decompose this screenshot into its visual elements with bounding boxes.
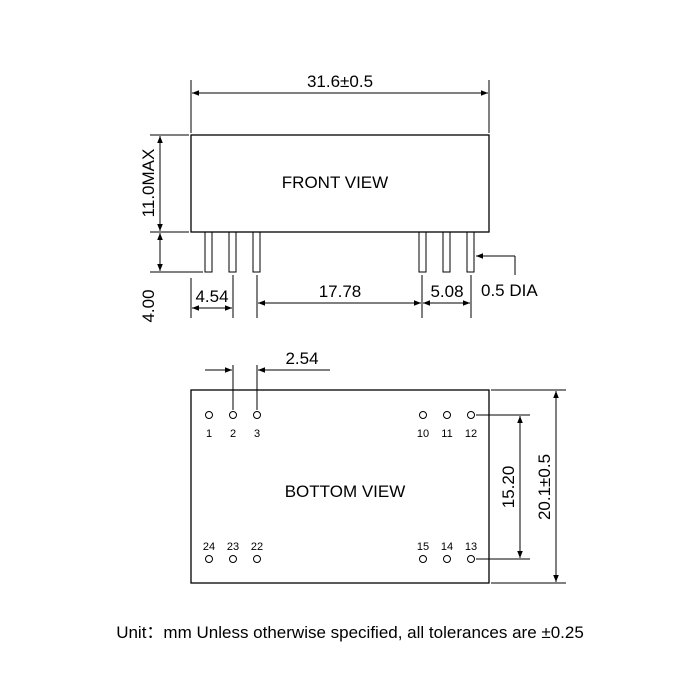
- pin-label: 12: [465, 428, 477, 440]
- right-pitch-dimension: 5.08: [423, 275, 472, 318]
- pin-hole: [467, 411, 475, 419]
- pin-label: 24: [203, 541, 215, 553]
- bottom-height-dim-text: 20.1±0.5: [535, 454, 554, 520]
- pin: [204, 231, 213, 273]
- bottom-pin-row: 24 23 22 15 14 13: [203, 541, 477, 563]
- pin: [442, 231, 451, 273]
- bottom-view: BOTTOM VIEW 1 2 3 10 11 12 24 23 22 15 1…: [190, 349, 566, 584]
- pitch-dim-text: 4.54: [195, 287, 228, 306]
- row-spacing-dimension: 15.20: [476, 414, 530, 560]
- top-pin-row: 1 2 3 10 11 12: [205, 411, 477, 440]
- pin: [466, 231, 475, 273]
- height-dimension: 11.0MAX: [139, 134, 189, 233]
- pin-hole: [419, 555, 427, 563]
- pin-label: 22: [251, 541, 263, 553]
- bottom-view-label: BOTTOM VIEW: [285, 482, 406, 501]
- pin-label: 1: [206, 428, 212, 440]
- front-pins: [204, 231, 475, 273]
- pin: [418, 231, 427, 273]
- span-dim-text: 17.78: [319, 282, 362, 301]
- pin-length-dimension: 4.00: [139, 233, 203, 323]
- pin: [252, 231, 261, 273]
- front-view-body: [190, 134, 490, 233]
- pin-hole: [229, 555, 237, 563]
- pin-label: 23: [227, 541, 239, 553]
- pin-label: 3: [254, 428, 260, 440]
- pin-hole: [205, 555, 213, 563]
- pin-length-dim-text: 4.00: [139, 289, 158, 322]
- width-dimension: 31.6±0.5: [190, 72, 490, 133]
- pin-hole: [419, 411, 427, 419]
- units-note: Unit：mm Unless otherwise specified, all …: [116, 623, 584, 642]
- pin-label: 14: [441, 541, 453, 553]
- front-view-label: FRONT VIEW: [282, 173, 388, 192]
- right-pitch-dim-text: 5.08: [430, 282, 463, 301]
- pin: [228, 231, 237, 273]
- pin-hole: [229, 411, 237, 419]
- pin-hole: [253, 411, 261, 419]
- height-dim-text: 11.0MAX: [139, 149, 158, 218]
- pin-dia-callout: 0.5 DIA: [476, 253, 538, 300]
- pin-label: 10: [417, 428, 429, 440]
- bottom-view-body: [190, 389, 490, 584]
- pin-label: 13: [465, 541, 477, 553]
- row-spacing-dim-text: 15.20: [499, 466, 518, 509]
- pin-hole: [443, 555, 451, 563]
- pin-label: 15: [417, 541, 429, 553]
- width-dim-text: 31.6±0.5: [307, 72, 373, 91]
- pin-hole: [205, 411, 213, 419]
- bottom-height-dimension: 20.1±0.5: [491, 389, 566, 584]
- pin-dia-text: 0.5 DIA: [481, 281, 538, 300]
- pin-hole: [443, 411, 451, 419]
- bottom-pitch-dim-text: 2.54: [285, 349, 318, 368]
- span-dimension: 17.78: [256, 275, 423, 318]
- pitch-dimension: 4.54: [190, 275, 234, 318]
- pin-hole: [467, 555, 475, 563]
- bottom-pitch-dimension: 2.54: [205, 349, 330, 410]
- front-view: FRONT VIEW 31.6±0.5 11.0MAX: [139, 72, 538, 323]
- pin-hole: [253, 555, 261, 563]
- pin-label: 11: [441, 428, 452, 440]
- pin-label: 2: [230, 428, 236, 440]
